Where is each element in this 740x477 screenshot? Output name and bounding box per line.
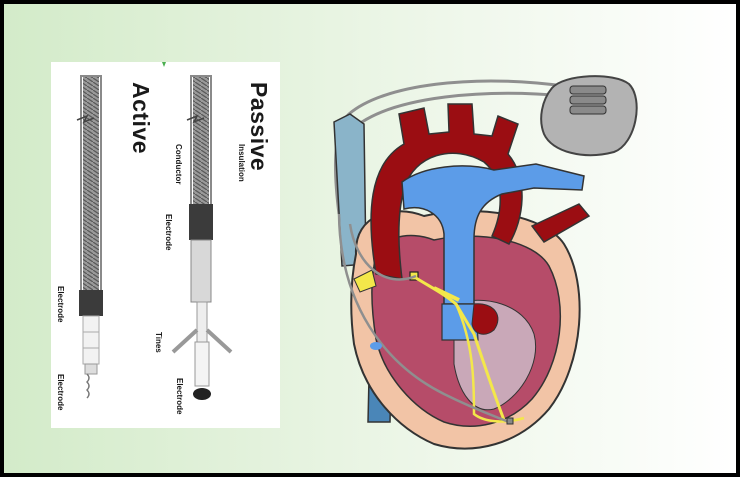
heart-pacemaker-illustration [333,75,638,450]
lead-types-illustration [76,62,233,400]
passive-lead [171,75,233,400]
pacemaker-generator-icon [540,75,638,157]
active-lead [76,75,103,399]
lead-types-panel: Active Passive Insulation Conductor Elec… [51,62,280,428]
heart-icon [333,103,591,450]
